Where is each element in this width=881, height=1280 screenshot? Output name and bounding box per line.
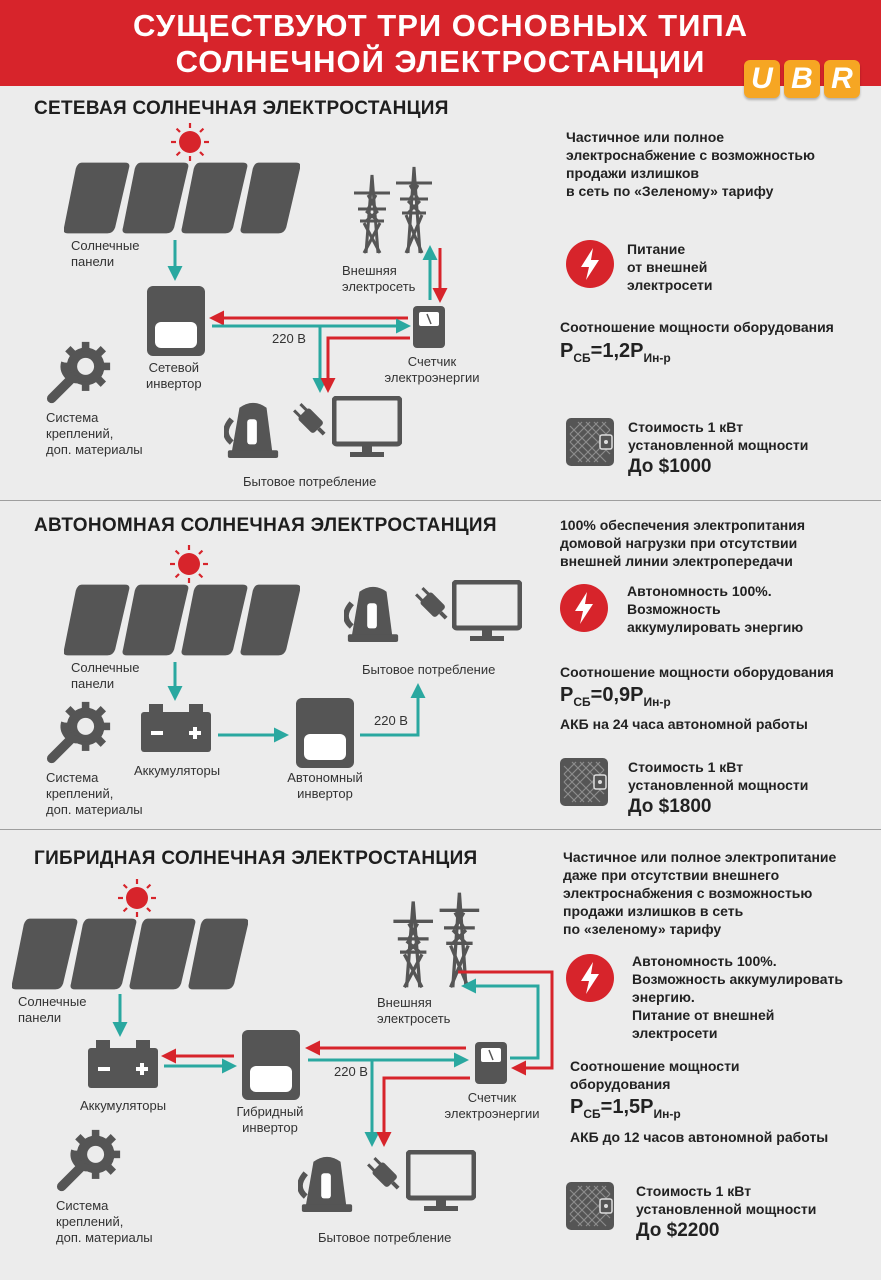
page-title-line2: СОЛНЕЧНОЙ ЭЛЕКТРОСТАНЦИИ xyxy=(175,44,706,79)
s1-cost-value: До $1000 xyxy=(628,456,712,477)
s2-ratio-label: Соотношение мощности оборудования xyxy=(560,664,834,680)
s3-cost-value: До $2200 xyxy=(636,1220,720,1241)
battery-label: Аккумуляторы xyxy=(80,1098,167,1113)
s3-formula: PСБ=1,5PИн-р xyxy=(570,1096,681,1121)
s3-feature: Автономность 100%.Возможность аккумулиро… xyxy=(632,953,843,1041)
logo-letter-b: B xyxy=(784,60,820,98)
s1-formula: PСБ=1,2PИн-р xyxy=(560,340,671,365)
s2-cost-value: До $1800 xyxy=(628,796,712,817)
lightning-icon xyxy=(566,954,614,1002)
section-hybrid-title: ГИБРИДНАЯ СОЛНЕЧНАЯ ЭЛЕКТРОСТАНЦИЯ xyxy=(34,848,478,869)
flow-arrows-s2 xyxy=(167,662,426,743)
flow-arrows-s1 xyxy=(167,240,448,393)
voltage-label: 220 В xyxy=(374,713,408,728)
voltage-label: 220 В xyxy=(272,331,306,346)
section-grid-title: СЕТЕВАЯ СОЛНЕЧНАЯ ЭЛЕКТРОСТАНЦИЯ xyxy=(34,98,449,119)
section-autonomous-title: АВТОНОМНАЯ СОЛНЕЧНАЯ ЭЛЕКТРОСТАНЦИЯ xyxy=(34,515,497,536)
s1-ratio-label: Соотношение мощности оборудования xyxy=(560,319,834,335)
ubr-logo: U B R xyxy=(744,60,860,100)
divider-1 xyxy=(0,500,881,501)
page-title-line1: СУЩЕСТВУЮТ ТРИ ОСНОВНЫХ ТИПА xyxy=(132,8,749,43)
header-banner: СУЩЕСТВУЮТ ТРИ ОСНОВНЫХ ТИПА СОЛНЕЧНОЙ Э… xyxy=(0,0,881,86)
consumption-label: Бытовое потребление xyxy=(362,662,496,677)
consumption-label: Бытовое потребление xyxy=(243,474,377,489)
consumption-label: Бытовое потребление xyxy=(318,1230,452,1245)
wallet-icon xyxy=(566,1182,614,1230)
logo-letter-r: R xyxy=(824,60,860,98)
logo-letter-u: U xyxy=(744,60,780,98)
s2-battery-note: АКБ на 24 часа автономной работы xyxy=(560,716,808,732)
divider-2 xyxy=(0,829,881,830)
s2-formula: PСБ=0,9PИн-р xyxy=(560,684,671,709)
battery-label: Аккумуляторы xyxy=(134,763,221,778)
voltage-label: 220 В xyxy=(334,1064,368,1079)
s3-battery-note: АКБ до 12 часов автономной работы xyxy=(570,1129,829,1145)
